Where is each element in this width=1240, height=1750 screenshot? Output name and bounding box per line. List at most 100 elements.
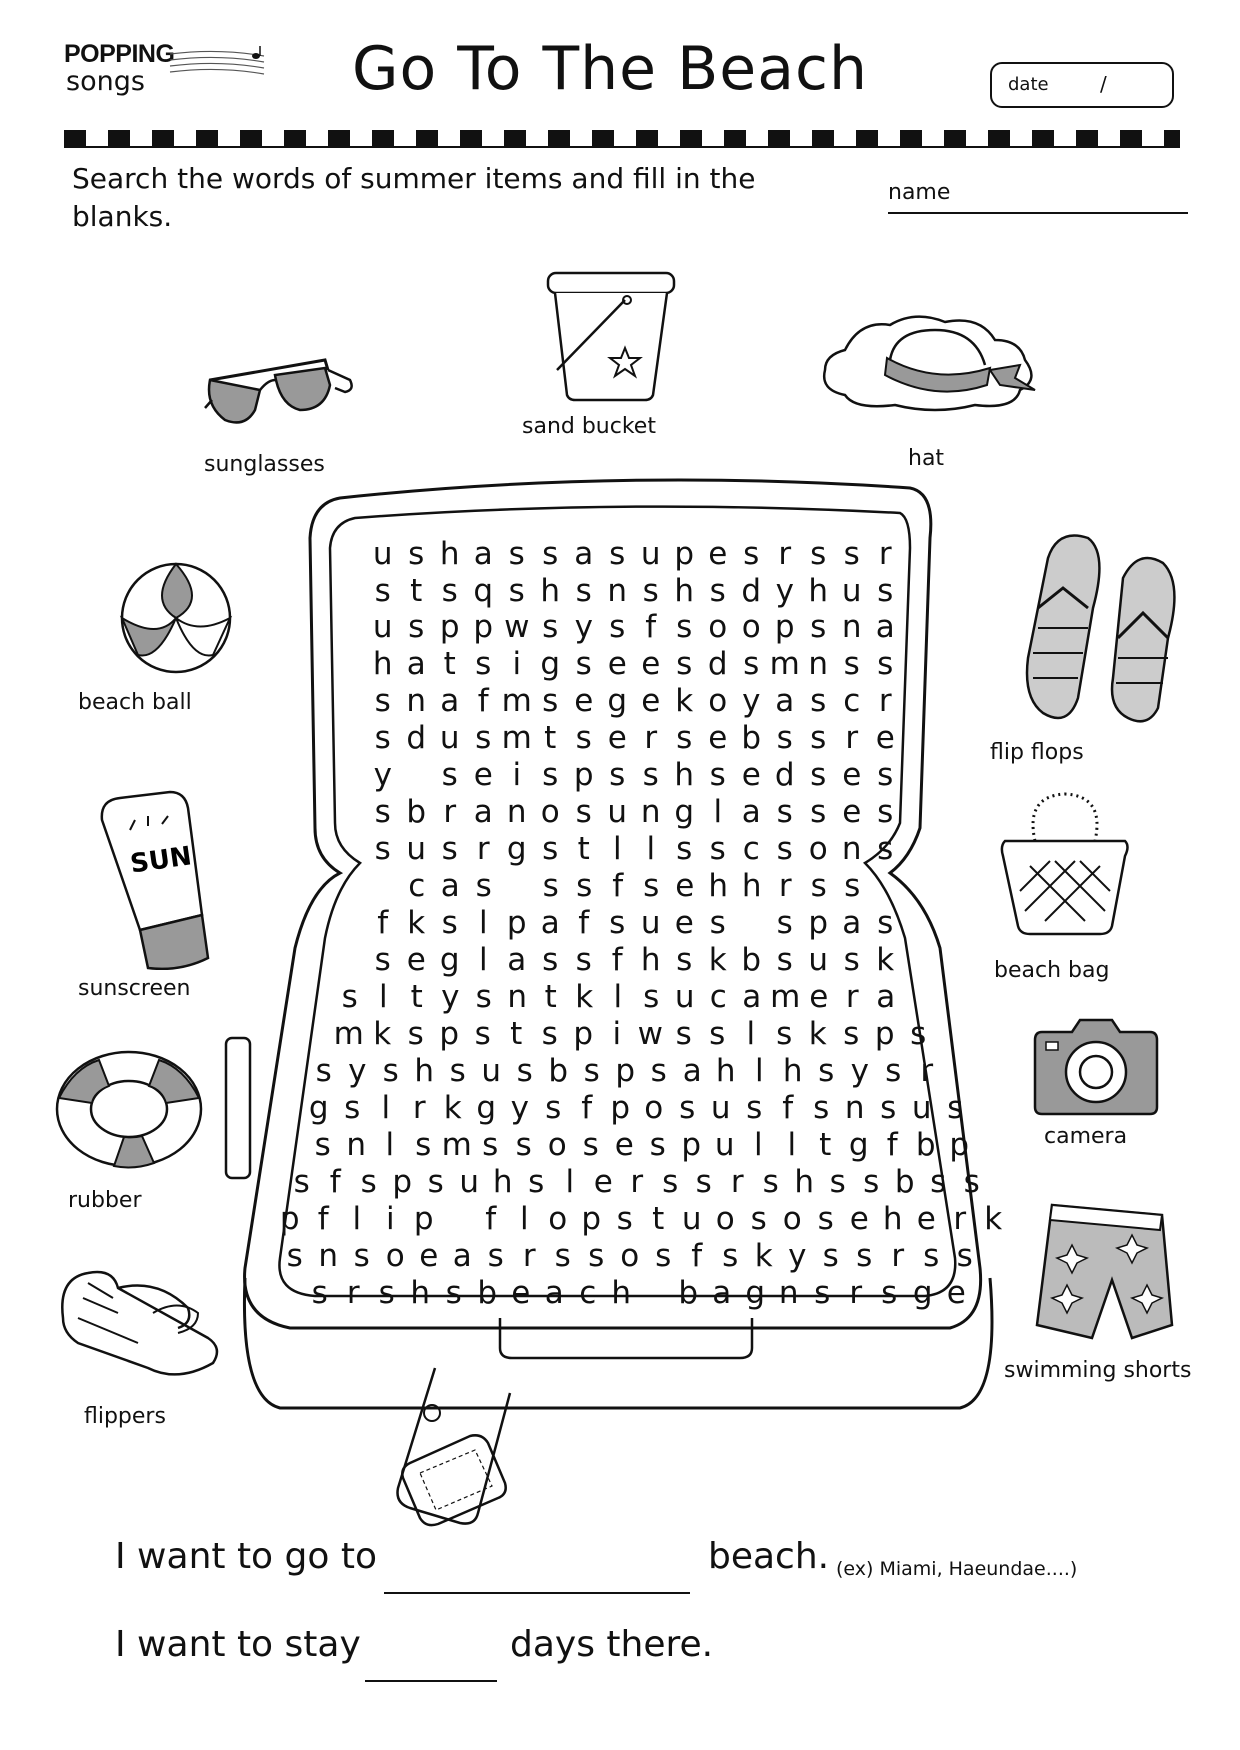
grid-letter[interactable]: s xyxy=(575,942,592,978)
grid-letter[interactable]: c xyxy=(408,868,426,904)
grid-letter[interactable]: m xyxy=(770,979,801,1015)
grid-letter[interactable]: s xyxy=(709,831,726,867)
grid-letter[interactable]: s xyxy=(843,646,860,682)
name-field[interactable]: name xyxy=(888,180,1188,214)
grid-letter[interactable]: s xyxy=(877,646,894,682)
grid-letter[interactable]: s xyxy=(722,1238,739,1274)
grid-letter[interactable]: e xyxy=(593,1164,613,1200)
grid-letter[interactable]: u xyxy=(714,1127,735,1163)
grid-letter[interactable]: h xyxy=(741,868,762,904)
grid-letter[interactable]: p xyxy=(573,757,594,793)
grid-letter[interactable]: s xyxy=(662,1164,679,1200)
grid-letter[interactable]: e xyxy=(741,757,761,793)
grid-letter[interactable]: u xyxy=(841,573,862,609)
grid-letter[interactable]: l xyxy=(787,1127,797,1163)
grid-letter[interactable]: s xyxy=(814,1275,831,1311)
grid-letter[interactable]: h xyxy=(439,536,460,572)
grid-letter[interactable]: o xyxy=(708,609,728,645)
grid-letter[interactable]: l xyxy=(378,979,388,1015)
grid-letter[interactable]: s xyxy=(516,1053,533,1089)
grid-letter[interactable]: s xyxy=(709,573,726,609)
grid-letter[interactable]: a xyxy=(452,1238,472,1274)
grid-letter[interactable]: s xyxy=(408,536,425,572)
grid-letter[interactable]: g xyxy=(540,646,561,682)
grid-letter[interactable]: o xyxy=(708,683,728,719)
grid-letter[interactable]: a xyxy=(544,1275,564,1311)
grid-letter[interactable]: s xyxy=(930,1164,947,1200)
grid-letter[interactable]: s xyxy=(407,1016,424,1052)
grid-letter[interactable]: s xyxy=(609,536,626,572)
grid-letter[interactable]: t xyxy=(410,573,423,609)
grid-letter[interactable]: i xyxy=(512,646,522,682)
grid-letter[interactable]: b xyxy=(477,1275,498,1311)
grid-letter[interactable]: s xyxy=(575,573,592,609)
grid-letter[interactable]: r xyxy=(644,720,658,756)
grid-letter[interactable]: y xyxy=(775,573,794,609)
grid-letter[interactable] xyxy=(501,868,535,904)
grid-letter[interactable]: b xyxy=(741,720,762,756)
grid-letter[interactable]: s xyxy=(877,757,894,793)
grid-letter[interactable]: s xyxy=(776,942,793,978)
grid-letter[interactable]: s xyxy=(676,720,693,756)
grid-letter[interactable]: r xyxy=(778,868,792,904)
grid-letter[interactable]: u xyxy=(481,1053,502,1089)
grid-letter[interactable]: s xyxy=(542,831,559,867)
grid-letter[interactable]: s xyxy=(679,1090,696,1126)
grid-letter[interactable]: s xyxy=(676,646,693,682)
grid-letter[interactable]: k xyxy=(876,942,895,978)
grid-letter[interactable]: b xyxy=(894,1164,915,1200)
grid-letter[interactable]: p xyxy=(573,1016,594,1052)
grid-letter[interactable]: l xyxy=(519,1201,529,1237)
grid-letter[interactable]: u xyxy=(372,536,393,572)
grid-letter[interactable]: s xyxy=(541,1016,558,1052)
grid-letter[interactable]: l xyxy=(753,1127,763,1163)
grid-letter[interactable]: s xyxy=(374,794,391,830)
grid-letter[interactable]: k xyxy=(675,683,694,719)
grid-letter[interactable]: s xyxy=(575,646,592,682)
grid-letter[interactable]: s xyxy=(441,905,458,941)
grid-letter[interactable]: l xyxy=(646,831,656,867)
grid-letter[interactable]: m xyxy=(441,1127,472,1163)
grid-letter[interactable]: s xyxy=(695,1164,712,1200)
grid-letter[interactable]: e xyxy=(607,646,627,682)
grid-letter[interactable]: k xyxy=(575,979,594,1015)
grid-letter[interactable]: a xyxy=(682,1053,702,1089)
grid-letter[interactable]: u xyxy=(640,536,661,572)
grid-letter[interactable]: p xyxy=(506,905,527,941)
grid-letter[interactable]: u xyxy=(911,1090,932,1126)
grid-letter[interactable]: l xyxy=(381,1090,391,1126)
grid-letter[interactable]: f xyxy=(329,1164,341,1200)
grid-letter[interactable]: s xyxy=(445,1275,462,1311)
grid-letter[interactable]: h xyxy=(414,1053,435,1089)
grid-letter[interactable]: p xyxy=(681,1127,702,1163)
grid-letter[interactable]: s xyxy=(810,536,827,572)
grid-letter[interactable]: n xyxy=(841,831,862,867)
grid-letter[interactable]: i xyxy=(512,757,522,793)
grid-letter[interactable]: s xyxy=(588,1238,605,1274)
grid-letter[interactable]: e xyxy=(419,1238,439,1274)
grid-letter[interactable]: p xyxy=(674,536,695,572)
grid-letter[interactable]: s xyxy=(676,609,693,645)
grid-letter[interactable]: g xyxy=(674,794,695,830)
grid-letter[interactable]: s xyxy=(314,1127,331,1163)
grid-letter[interactable]: s xyxy=(650,1053,667,1089)
grid-letter[interactable]: s xyxy=(843,942,860,978)
grid-letter[interactable]: b xyxy=(548,1053,569,1089)
grid-letter[interactable]: s xyxy=(542,757,559,793)
grid-letter[interactable]: l xyxy=(565,1164,575,1200)
grid-letter[interactable]: y xyxy=(574,609,593,645)
grid-letter[interactable]: e xyxy=(641,646,661,682)
grid-letter[interactable]: f xyxy=(477,683,489,719)
grid-letter[interactable]: s xyxy=(844,868,861,904)
grid-letter[interactable]: s xyxy=(542,868,559,904)
grid-letter[interactable]: k xyxy=(808,1016,827,1052)
grid-letter[interactable]: c xyxy=(709,979,727,1015)
grid-letter[interactable]: f xyxy=(377,905,389,941)
grid-letter[interactable]: c xyxy=(579,1275,597,1311)
grid-letter[interactable]: n xyxy=(844,1090,865,1126)
grid-letter[interactable]: m xyxy=(501,683,532,719)
grid-letter[interactable]: a xyxy=(507,942,527,978)
grid-letter[interactable]: r xyxy=(412,1090,426,1126)
grid-letter[interactable]: h xyxy=(611,1275,632,1311)
